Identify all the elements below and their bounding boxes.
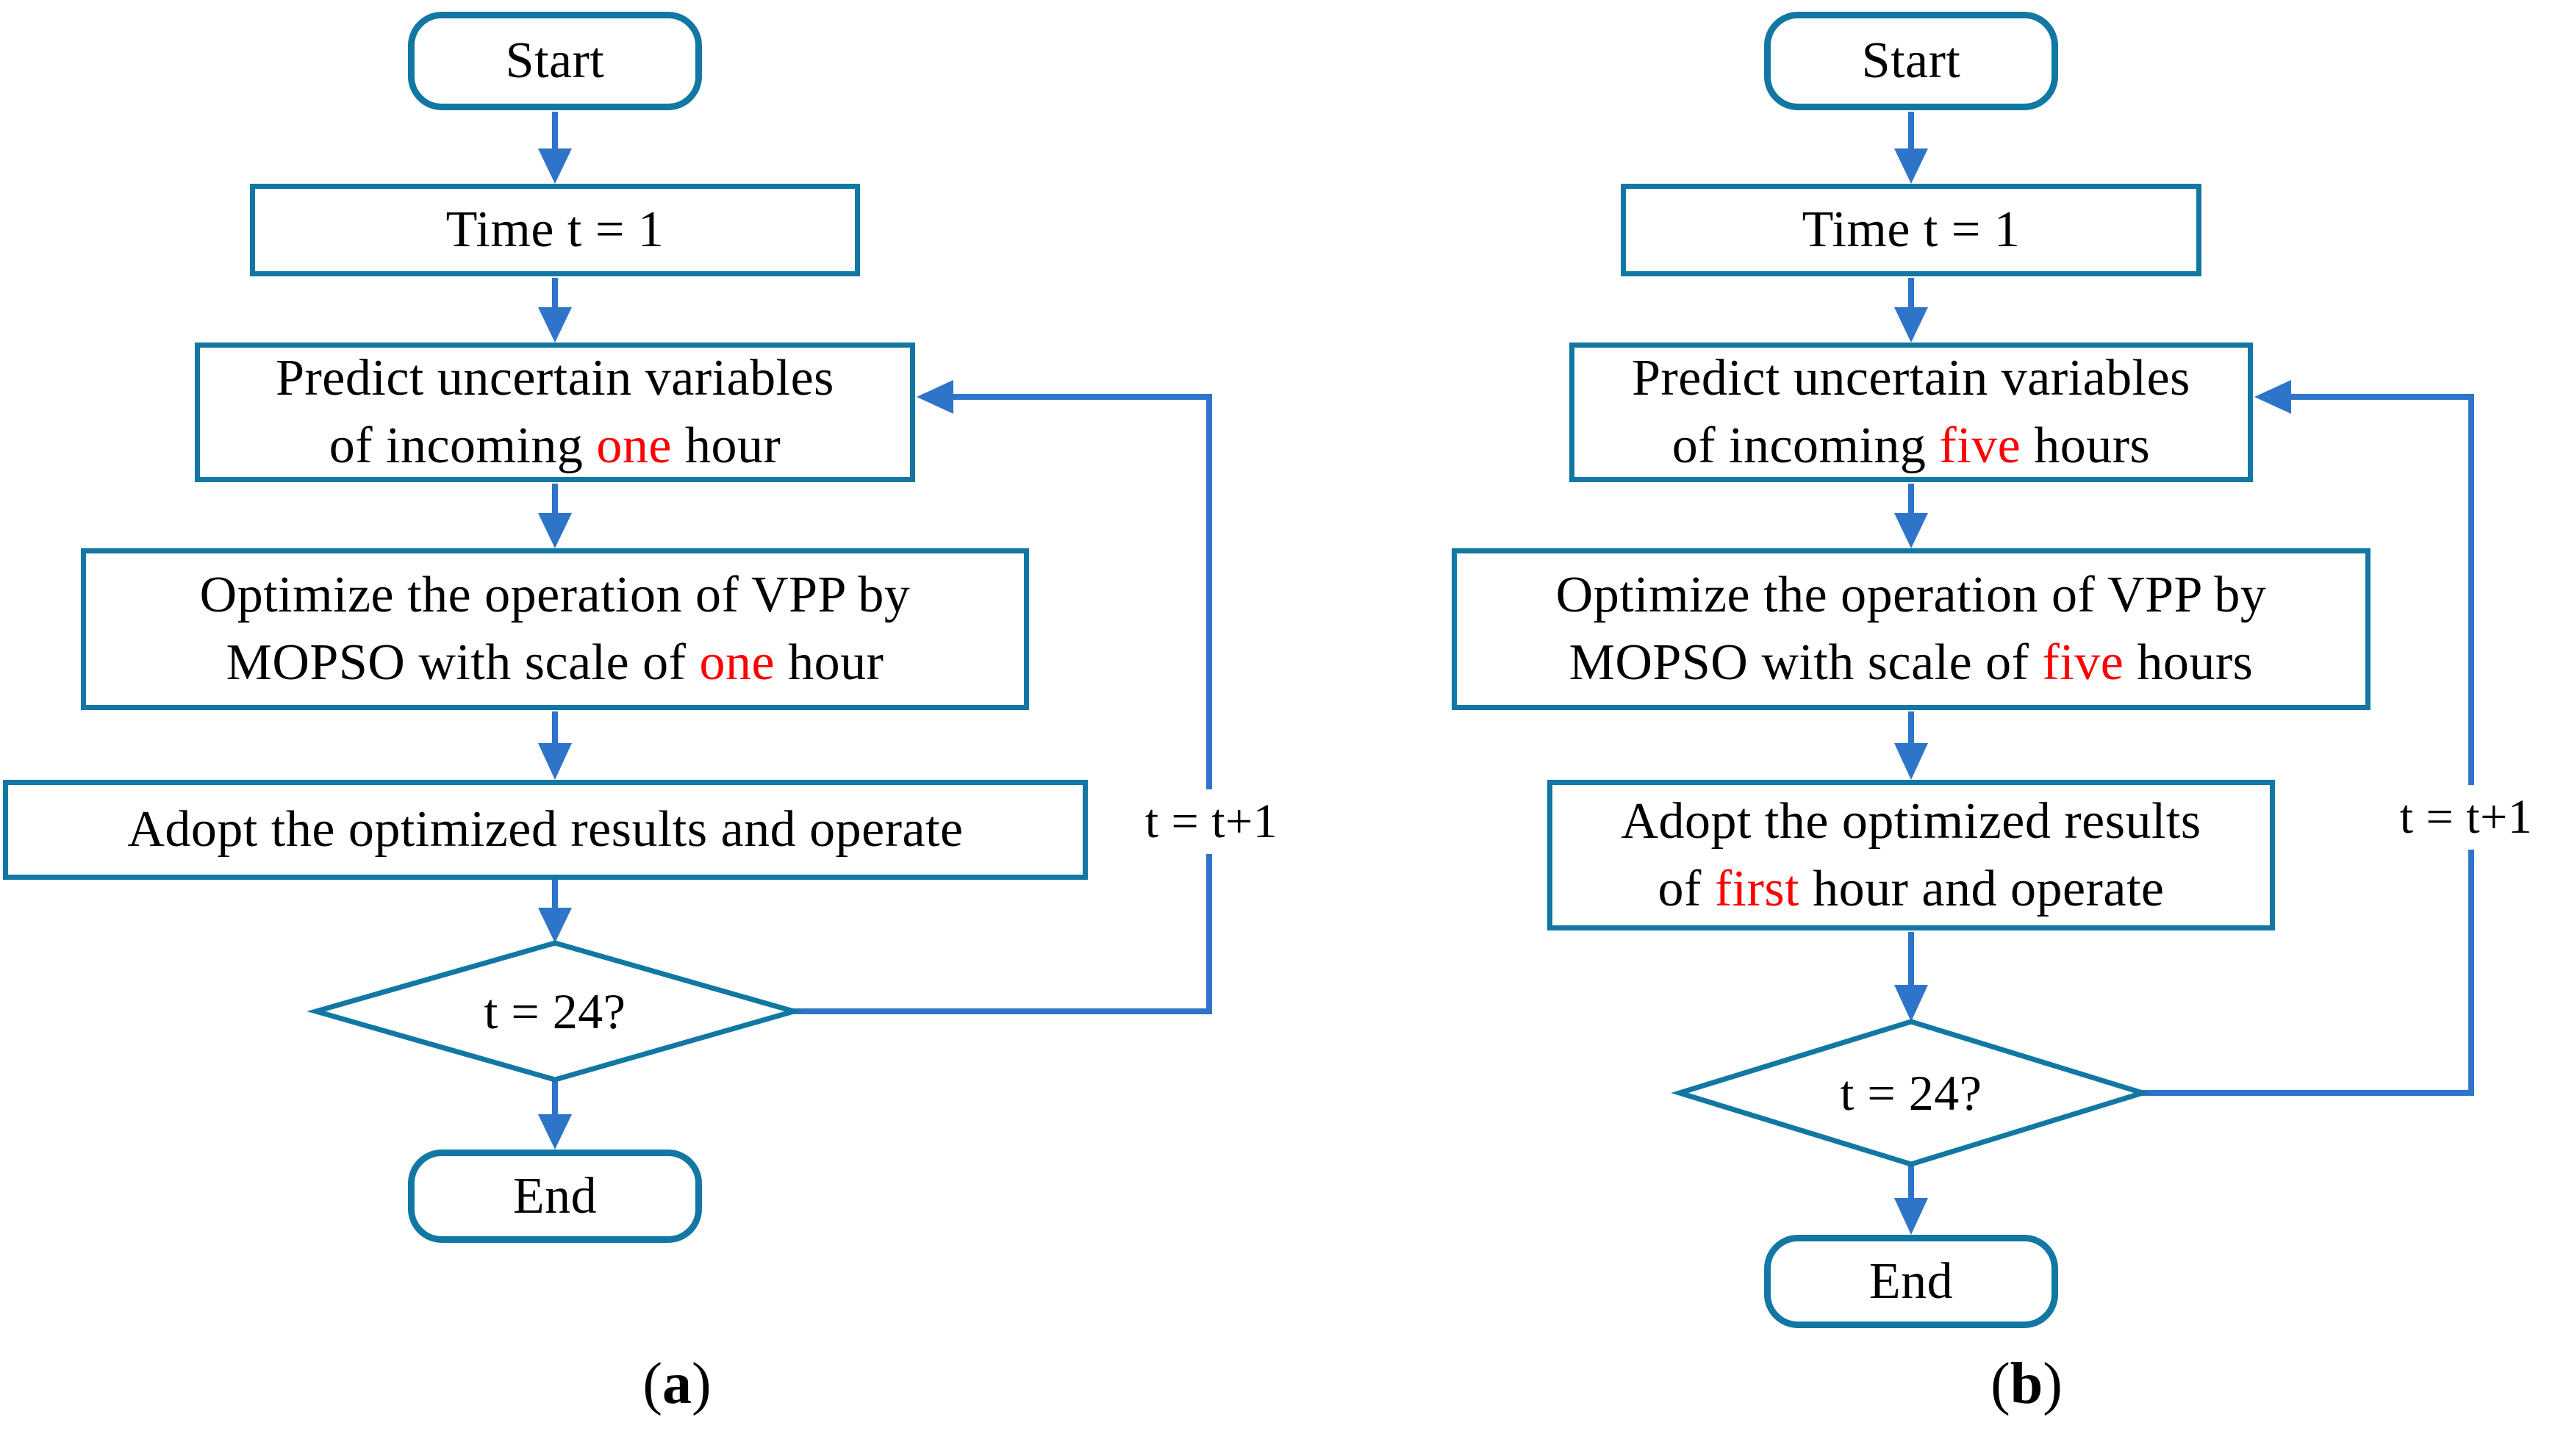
down-arrowhead-icon [1894,148,1928,184]
highlight-word: one [596,417,672,474]
node-adopt-a: Adopt the optimized results and operate [3,780,1088,880]
down-arrowhead-icon [538,743,572,780]
node-start-a: Start [408,12,702,110]
line2-pre: MOPSO with scale of [226,634,700,691]
caption-letter: a [662,1352,692,1416]
node-line2: of incoming five hours [1672,412,2151,480]
arrowheads-a [538,148,572,1150]
loop-connector-b [2141,394,2474,1096]
down-arrowhead-icon [1894,307,1928,343]
caption-a: (a) [530,1351,824,1418]
node-time-b: Time t = 1 [1621,184,2201,276]
loop-increment-text: t = t+1 [1131,789,1291,854]
arrowheads-b [1894,148,1928,1235]
caption-open: ( [642,1352,662,1416]
line2-post: hour [775,634,884,691]
node-line1: Optimize the operation of VPP by [1555,567,2267,623]
loop-label-a: t = t+1 [1064,786,1358,857]
down-arrowhead-icon [538,307,572,343]
loop-arrowhead-icon-b [2254,380,2291,414]
node-line2: of incoming one hour [329,412,781,480]
line2-post: hour and operate [1799,860,2165,917]
down-arrowhead-icon [1894,513,1928,548]
loop-increment-text: t = t+1 [2386,785,2546,850]
line2-post: hours [2124,634,2254,691]
highlight-word: five [1939,417,2021,474]
line2-pre: of [1658,860,1715,917]
down-arrowhead-icon [1894,985,1928,1022]
node-line1: Predict uncertain variables [276,350,834,406]
line2-pre: MOPSO with scale of [1569,634,2043,691]
down-arrowhead-icon [538,513,572,548]
node-optimize-a: Optimize the operation of VPP by MOPSO w… [81,548,1029,710]
node-end-b: End [1764,1235,2058,1328]
node-line2: MOPSO with scale of one hour [226,629,884,697]
caption-open: ( [1990,1352,2010,1416]
node-predict-b: Predict uncertain variables of incoming … [1569,343,2253,482]
highlight-word: five [2042,634,2124,691]
node-label: Start [1861,32,1961,89]
node-end-a: End [408,1150,702,1243]
highlight-word: first [1714,860,1800,917]
caption-letter: b [2010,1352,2043,1416]
line2-post: hours [2021,417,2151,474]
loop-label-b: t = t+1 [2356,782,2555,853]
loop-connector-a [792,394,1212,1014]
node-predict-a: Predict uncertain variables of incoming … [195,343,915,482]
line2-pre: of incoming [1671,417,1940,474]
loop-arrowhead-icon-a [917,380,953,414]
node-start-b: Start [1764,12,2058,110]
line2-post: hour [672,417,781,474]
node-time-a: Time t = 1 [250,184,860,276]
caption-b: (b) [1879,1351,2174,1418]
node-line2: MOPSO with scale of five hours [1569,629,2254,697]
down-arrowhead-icon [538,1114,572,1150]
down-arrowhead-icon [1894,743,1928,780]
caption-close: ) [2043,1352,2063,1416]
node-line2: of first hour and operate [1658,856,2165,923]
node-label: Start [505,32,605,89]
node-line1: Predict uncertain variables [1632,350,2190,406]
node-label: End [512,1167,598,1224]
node-label: End [1868,1252,1954,1310]
decision-question: t = 24? [484,983,626,1039]
node-line1: Adopt the optimized results [1621,792,2201,850]
node-label: Adopt the optimized results and operate [127,801,964,858]
decision-diamond-b [1671,1019,2151,1167]
down-arrowhead-icon [1894,1198,1928,1235]
node-adopt-b: Adopt the optimized results of first hou… [1547,780,2275,930]
down-arrowhead-icon [538,908,572,943]
caption-close: ) [692,1352,712,1416]
node-label: Time t = 1 [445,201,664,258]
decision-question: t = 24? [1840,1064,1982,1121]
highlight-word: one [699,634,775,691]
decision-label-b: t = 24? [1764,1056,2058,1130]
decision-diamond-a [307,940,803,1083]
line2-pre: of incoming [329,417,597,474]
down-arrowhead-icon [538,148,572,184]
node-optimize-b: Optimize the operation of VPP by MOPSO w… [1452,548,2371,710]
decision-label-a: t = 24? [408,975,702,1048]
node-line1: Optimize the operation of VPP by [199,567,911,623]
node-label: Time t = 1 [1802,201,2021,258]
